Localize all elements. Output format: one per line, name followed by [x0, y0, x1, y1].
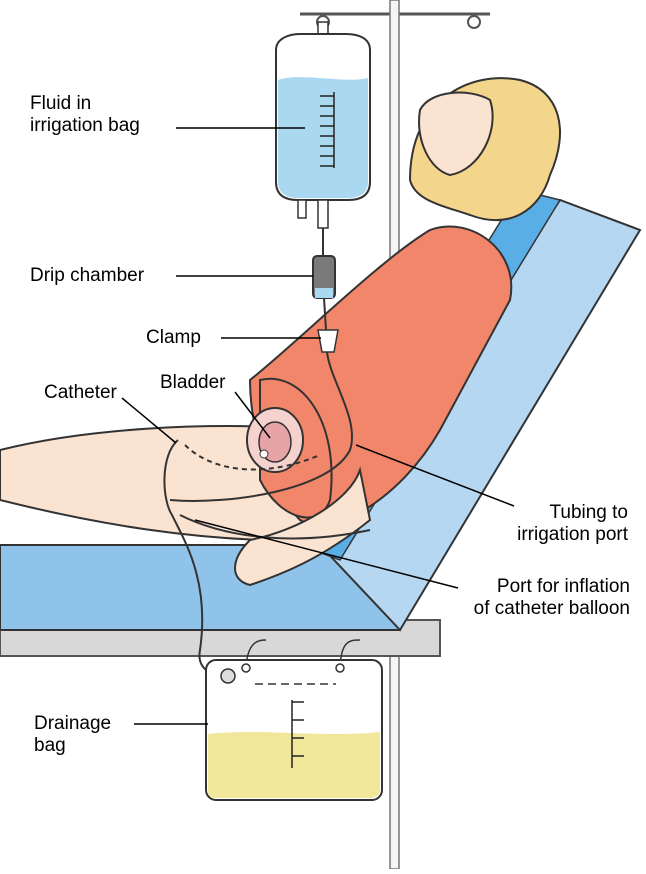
clamp	[318, 330, 338, 352]
irrigation-bag	[276, 22, 370, 228]
label-clamp: Clamp	[146, 327, 201, 349]
label-drainage-bag: Drainage bag	[34, 713, 111, 757]
label-drip-chamber: Drip chamber	[30, 265, 144, 287]
label-tubing-to-irrigation-port: Tubing to irrigation port	[470, 502, 628, 546]
drainage-bag	[206, 640, 382, 800]
label-catheter: Catheter	[44, 382, 117, 404]
label-bladder: Bladder	[160, 372, 226, 394]
label-port-for-inflation: Port for inflation of catheter balloon	[440, 576, 630, 620]
label-fluid-in-irrigation-bag: Fluid in irrigation bag	[30, 93, 140, 137]
